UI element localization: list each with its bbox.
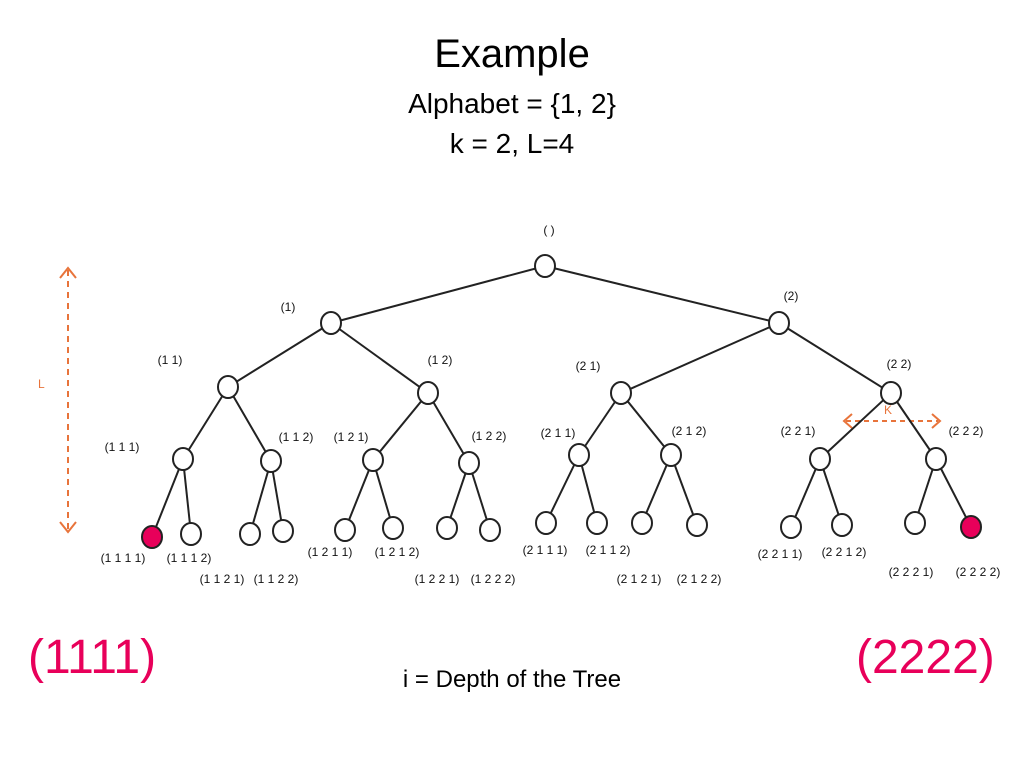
tree-node (436, 516, 458, 540)
tree-node (362, 448, 384, 472)
tree-edge (182, 458, 192, 535)
tree-node (880, 381, 902, 405)
tree-node-label: (2 2 1) (781, 424, 816, 438)
tree-node-label: (1 1 2 1) (200, 572, 245, 586)
tree-edge (249, 460, 272, 535)
tree-edge (372, 392, 429, 461)
tree-node-label: (1 2 1 1) (308, 545, 353, 559)
tree-node-label: (2 2 2) (949, 424, 984, 438)
highlight-label-right: (2222) (856, 631, 995, 684)
tree-node-label: (2 2 1 1) (758, 547, 803, 561)
tree-edge (545, 454, 580, 524)
tree-node-label: (1 2) (428, 353, 453, 367)
tree-edge (578, 392, 622, 456)
tree-node (809, 447, 831, 471)
tree-edge (344, 459, 374, 531)
tree-node (180, 522, 202, 546)
tree-edge (819, 392, 892, 460)
tree-node-label: (1 2 1) (334, 430, 369, 444)
tree-node (660, 443, 682, 467)
tree-edge (890, 392, 937, 460)
tree-node-label: (2 1) (576, 359, 601, 373)
tree-edge (427, 392, 470, 464)
tree-node (768, 311, 790, 335)
tree-node-label: (2 1 1 2) (586, 543, 631, 557)
tree-node-label: (2 2) (887, 357, 912, 371)
tree-edge (641, 454, 672, 524)
tree-node (382, 516, 404, 540)
tree-node-label: (2 1 2 2) (677, 572, 722, 586)
tree-node-label: (1 1 2 2) (254, 572, 299, 586)
tree-edge (330, 322, 429, 394)
tree-node (535, 511, 557, 535)
tree-edge (620, 322, 780, 394)
tree-node-label: (1 2 2) (472, 429, 507, 443)
k-label: K (884, 403, 892, 417)
tree-node (217, 375, 239, 399)
tree-node-label: (1 2 1 2) (375, 545, 420, 559)
tree-node (534, 254, 556, 278)
tree-edge (935, 458, 972, 528)
tree-node (631, 511, 653, 535)
tree-node (568, 443, 590, 467)
tree-depth-caption: i = Depth of the Tree (402, 666, 622, 693)
tree-edge (544, 265, 780, 324)
tree-node (458, 451, 480, 475)
tree-edge (227, 386, 272, 462)
tree-node-label: ( ) (543, 223, 554, 237)
tree-node-label: (1 1 1 2) (167, 551, 212, 565)
tree-node-label: (2 2 1 2) (822, 545, 867, 559)
tree-edge (182, 386, 229, 460)
tree-node (141, 525, 163, 549)
tree-node (831, 513, 853, 537)
tree-node (780, 515, 802, 539)
tree-node (610, 381, 632, 405)
tree-edge (670, 454, 698, 526)
tree-node-label: (2 2 2 2) (956, 565, 1001, 579)
tree-node-label: (1 2 2 1) (415, 572, 460, 586)
tree-node-label: (2 1 2 1) (617, 572, 662, 586)
tree-node (334, 518, 356, 542)
tree-node-label: (1 1 2) (279, 430, 314, 444)
alphabet-subtitle: Alphabet = {1, 2} (408, 88, 616, 119)
tree-edge (778, 322, 892, 394)
tree-node-label: (1) (281, 300, 296, 314)
tree-edge (227, 322, 332, 388)
highlight-label-left: (1111) (28, 631, 157, 684)
tree-node (904, 511, 926, 535)
tree-edge (151, 458, 184, 538)
tree-node (686, 513, 708, 537)
tree-edge (330, 265, 546, 324)
parameters-subtitle: k = 2, L=4 (449, 128, 575, 159)
tree-node-label: (1 2 2 2) (471, 572, 516, 586)
tree-node (172, 447, 194, 471)
tree-node-label: (2 1 1) (541, 426, 576, 440)
tree-node-label: (2 1 1 1) (523, 543, 568, 557)
tree-node-label: (2 2 2 1) (889, 565, 934, 579)
tree-node-label: (1 1 1 1) (101, 551, 146, 565)
tree-node (960, 515, 982, 539)
tree-node-label: (1 1) (158, 353, 183, 367)
tree-node-label: (2 1 2) (672, 424, 707, 438)
tree-node (239, 522, 261, 546)
tree-node (417, 381, 439, 405)
tree-node (479, 518, 501, 542)
tree-node-label: (1 1 1) (105, 440, 140, 454)
tree-node (586, 511, 608, 535)
slide-title: Example (434, 32, 590, 76)
tree-node (320, 311, 342, 335)
k-arrow (842, 413, 942, 429)
tree-edge (620, 392, 672, 456)
tree-edge (790, 458, 821, 528)
tree-node-label: (2) (784, 289, 799, 303)
L-label: L (38, 377, 45, 391)
depth-L-arrow (59, 266, 77, 534)
tree-node (272, 519, 294, 543)
tree-node (925, 447, 947, 471)
tree-node (260, 449, 282, 473)
